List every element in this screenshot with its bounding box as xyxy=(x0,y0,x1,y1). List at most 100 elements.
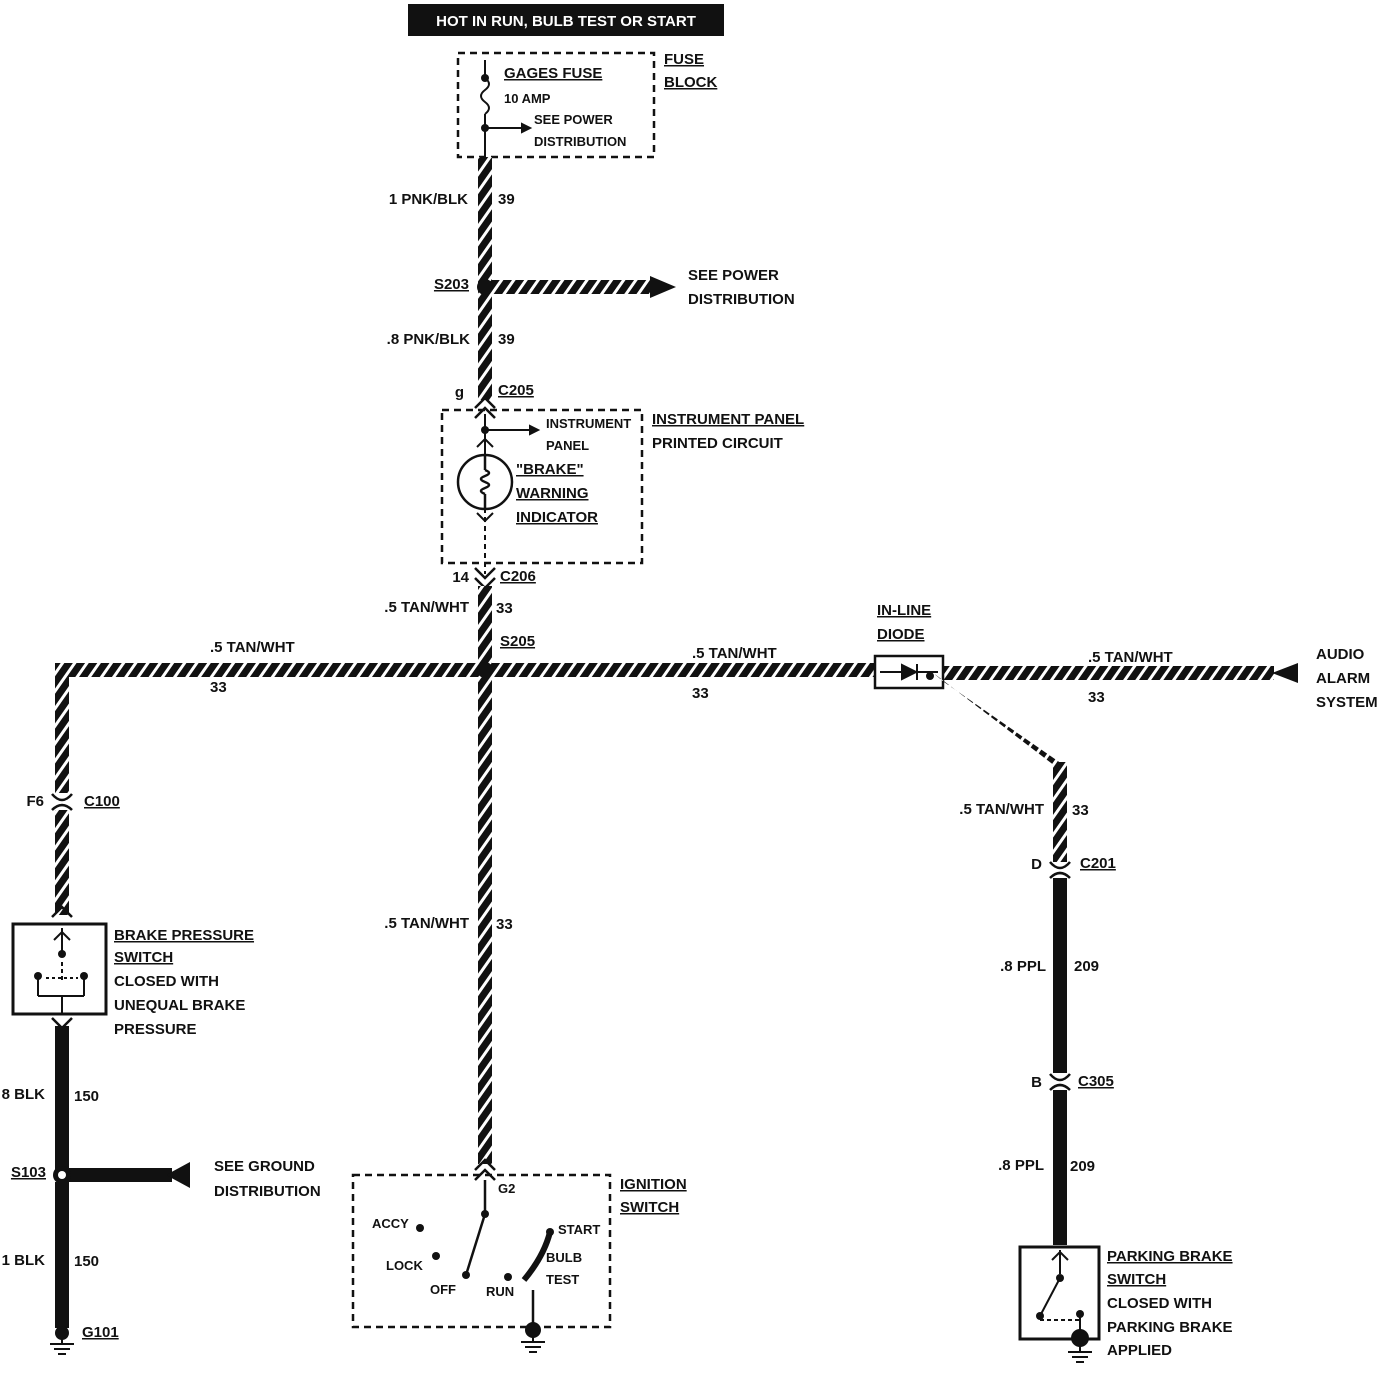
c305-connector xyxy=(1049,1073,1071,1091)
wire-209-bot-num: 209 xyxy=(1070,1158,1095,1175)
parking-brake-label-4: PARKING BRAKE xyxy=(1107,1319,1233,1336)
wire-33-c206-s205 xyxy=(478,586,492,670)
s205-label: S205 xyxy=(500,633,535,650)
wire-33-vert-num: 33 xyxy=(496,916,513,933)
s203-see-2: DISTRIBUTION xyxy=(688,291,795,308)
parking-brake-label-1: PARKING BRAKE xyxy=(1107,1248,1233,1265)
c201-label: C201 xyxy=(1080,855,1116,872)
c305-label: C305 xyxy=(1078,1073,1114,1090)
panel-sub-label-2: PANEL xyxy=(546,438,589,453)
audio-alarm-label-3: SYSTEM xyxy=(1316,694,1378,711)
brake-pressure-label-1: BRAKE PRESSURE xyxy=(114,927,254,944)
c100-connector xyxy=(51,793,73,811)
s203-see-1: SEE POWER xyxy=(688,267,779,284)
fuse-rating-label: 10 AMP xyxy=(504,91,551,106)
bulb-icon xyxy=(456,453,514,511)
s203-label: S203 xyxy=(434,276,469,293)
wire-150-bot-num: 150 xyxy=(74,1253,99,1270)
panel-inner-wiring xyxy=(476,414,541,574)
brake-pressure-label-2: SWITCH xyxy=(114,949,173,966)
c205-label: C205 xyxy=(498,382,534,399)
wire-39-bot-num: 39 xyxy=(498,331,515,348)
s103-label: S103 xyxy=(11,1164,46,1181)
panel-node xyxy=(481,426,489,434)
s203-arrow xyxy=(650,276,676,298)
c100-pin: F6 xyxy=(26,793,44,810)
g101-ground-icon xyxy=(50,1338,74,1355)
wire-33-c100-switch xyxy=(55,810,69,915)
c100-bottom-connector xyxy=(51,905,73,918)
s103-see-1: SEE GROUND xyxy=(214,1158,315,1175)
audio-alarm-label-2: ALARM xyxy=(1316,670,1370,687)
wire-150-top-size: 8 BLK xyxy=(2,1086,46,1103)
ign-lock-node xyxy=(432,1252,440,1260)
pressure-switch-contacts xyxy=(37,928,85,1014)
audio-alarm-label-1: AUDIO xyxy=(1316,646,1365,663)
brake-pressure-switch-box xyxy=(11,922,108,1016)
parking-brake-label-5: APPLIED xyxy=(1107,1342,1172,1359)
wire-33-left-num: 33 xyxy=(210,679,227,696)
ign-run-node xyxy=(504,1273,512,1281)
panel-title-1: INSTRUMENT PANEL xyxy=(652,411,804,428)
wire-33-right-size: .5 TAN/WHT xyxy=(1088,649,1173,666)
parking-switch-contacts xyxy=(1039,1250,1081,1332)
wire-33-left-horizontal xyxy=(55,663,485,677)
fuse-block-box xyxy=(456,51,656,159)
wire-33-left-size: .5 TAN/WHT xyxy=(210,639,295,656)
c305-pin: B xyxy=(1031,1074,1042,1091)
parking-brake-switch-box xyxy=(1018,1245,1101,1341)
ignition-pin-label: G2 xyxy=(498,1181,515,1196)
brake-pressure-label-3: CLOSED WITH xyxy=(114,973,219,990)
c206-pin: 14 xyxy=(452,569,469,586)
pressure-switch-node-left xyxy=(34,972,42,980)
wire-33-right-num: 33 xyxy=(1088,689,1105,706)
wire-33-to-c201 xyxy=(1053,762,1067,862)
wire-33-diode-size: .5 TAN/WHT xyxy=(959,801,1044,818)
parking-switch-node-top xyxy=(1056,1274,1064,1282)
wire-33-left-vertical xyxy=(55,663,69,793)
wire-150-top-num: 150 xyxy=(74,1088,99,1105)
wire-150-bot-size: 1 BLK xyxy=(2,1252,46,1269)
wire-33-right-horizontal xyxy=(485,663,877,677)
s203-splice-dot xyxy=(477,279,493,295)
c206-label: C206 xyxy=(500,568,536,585)
diode-node xyxy=(926,672,934,680)
ignition-switch-contacts xyxy=(464,1180,553,1326)
wire-209-top-num: 209 xyxy=(1074,958,1099,975)
ignition-title-2: SWITCH xyxy=(620,1199,679,1216)
ign-ground-icon xyxy=(521,1336,545,1353)
panel-sub-label-1: INSTRUMENT xyxy=(546,416,631,431)
audio-alarm-arrow xyxy=(1272,663,1298,683)
parking-brake-label-2: SWITCH xyxy=(1107,1271,1166,1288)
instrument-panel-box xyxy=(440,408,644,565)
parking-switch-ground-dot xyxy=(1071,1329,1089,1347)
diode-label-1: IN-LINE xyxy=(877,602,931,619)
fuse-node-top xyxy=(481,74,489,82)
c201-pin: D xyxy=(1031,856,1042,873)
indicator-label-2: WARNING xyxy=(516,485,589,502)
ign-accy-label: ACCY xyxy=(372,1216,409,1231)
ign-start-node xyxy=(546,1228,554,1236)
wire-150-top xyxy=(55,1026,69,1176)
indicator-label-1: "BRAKE" xyxy=(516,461,584,478)
g101-ground-dot xyxy=(55,1326,69,1340)
c100-label: C100 xyxy=(84,793,120,810)
wire-33-mid-size: .5 TAN/WHT xyxy=(692,645,777,662)
title-bar xyxy=(408,4,724,36)
ign-start-label: START xyxy=(558,1222,600,1237)
ign-run-label: RUN xyxy=(486,1284,514,1299)
wire-209-top-size: .8 PPL xyxy=(1000,958,1046,975)
wire-33-vert-size: .5 TAN/WHT xyxy=(384,915,469,932)
wire-39-top-size: 1 PNK/BLK xyxy=(389,191,468,208)
s103-arrow xyxy=(166,1162,190,1188)
wire-39 xyxy=(478,157,492,400)
ign-off-node xyxy=(462,1271,470,1279)
wire-209-bot-size: .8 PPL xyxy=(998,1157,1044,1174)
wire-33-center-vertical xyxy=(478,677,492,1164)
parking-ground-icon xyxy=(1068,1345,1092,1363)
wire-33-diagonal xyxy=(932,672,1065,766)
s103-see-2: DISTRIBUTION xyxy=(214,1183,321,1200)
ign-off-label: OFF xyxy=(430,1282,456,1297)
